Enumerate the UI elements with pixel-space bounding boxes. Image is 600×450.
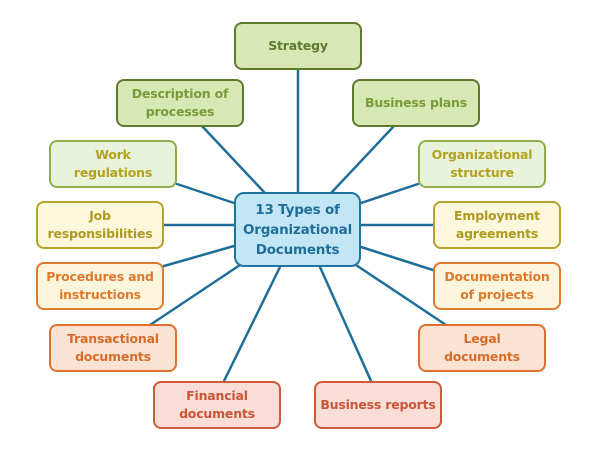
node-business-reports: Business reports <box>314 381 442 429</box>
node-label-line-2: instructions <box>59 287 141 302</box>
node-label: Strategy <box>268 38 328 53</box>
link-business-plans <box>330 124 396 194</box>
node-label: Business reports <box>320 397 436 412</box>
node-financial-documents: Financial documents <box>153 381 281 429</box>
node-label-line-2: documents <box>179 406 255 421</box>
link-transactional-documents <box>148 263 242 327</box>
node-label-line-2: of projects <box>460 287 534 302</box>
node-label-line-1: Job <box>89 208 111 223</box>
node-label-line-1: Organizational <box>431 147 533 162</box>
node-label-line-1: Documentation <box>444 269 550 284</box>
node-label-line-1: Financial <box>186 388 248 403</box>
node-label-line-2: processes <box>145 104 215 119</box>
center-title-line-3: Documents <box>255 241 340 258</box>
center-title-line-1: 13 Types of <box>255 201 340 218</box>
node-business-plans: Business plans <box>352 79 480 127</box>
node-description-of-processes: Description of processes <box>116 79 244 127</box>
center-title-line-2: Organizational <box>242 221 353 238</box>
node-label-line-1: Employment <box>454 208 540 223</box>
node-label: Business plans <box>365 95 467 110</box>
node-transactional-documents: Transactional documents <box>49 324 177 372</box>
link-organizational-structure <box>359 182 420 205</box>
node-label: Work regulations <box>73 147 153 180</box>
node-label-line-1: Transactional <box>67 331 159 346</box>
link-legal-documents <box>354 263 448 327</box>
node-label-line-1: Description of <box>131 86 229 101</box>
link-procedures-and-instructions <box>162 244 236 268</box>
link-work-regulations <box>175 182 236 205</box>
link-financial-documents <box>222 265 282 383</box>
node-employment-agreements: Employment agreements <box>433 201 561 249</box>
node-label-line-1: Procedures and <box>46 269 154 284</box>
node-procedures-and-instructions: Procedures and instructions <box>36 262 164 310</box>
center-node: 13 Types of Organizational Documents <box>234 192 361 267</box>
node-strategy: Strategy <box>234 22 362 70</box>
node-label-line-2: agreements <box>455 226 539 241</box>
link-description-of-processes <box>200 124 266 194</box>
node-documentation-of-projects: Documentation of projects <box>433 262 561 310</box>
node-label-line-2: responsibilities <box>47 226 153 241</box>
node-label-line-2: structure <box>450 165 514 180</box>
node-organizational-structure: Organizational structure <box>418 140 546 188</box>
node-label-line-2: documents <box>75 349 151 364</box>
node-legal-documents: Legal documents <box>418 324 546 372</box>
node-work-regulations: Work regulations <box>49 140 177 188</box>
link-documentation-of-projects <box>359 245 435 272</box>
node-label: Legal documents <box>444 331 520 364</box>
link-business-reports <box>318 265 373 383</box>
node-job-responsibilities: Job responsibilities <box>36 201 164 249</box>
